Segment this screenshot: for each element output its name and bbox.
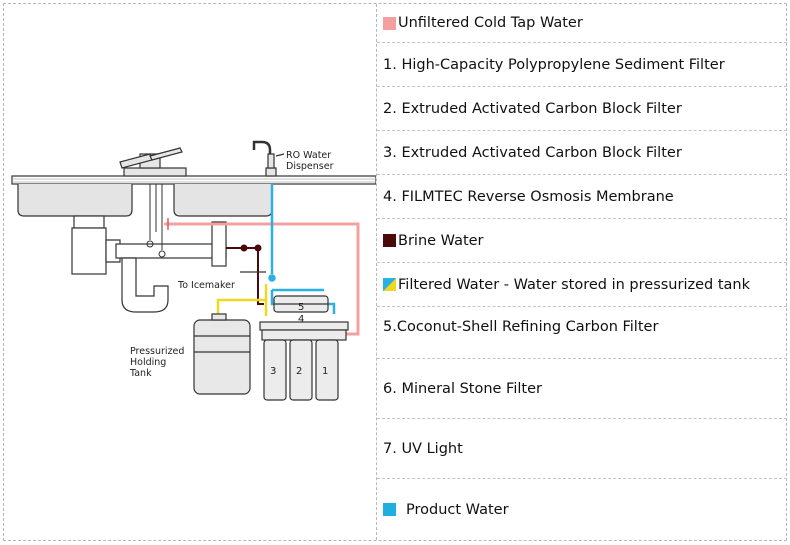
legend-label: Unfiltered Cold Tap Water <box>398 15 583 31</box>
legend-row-filtered: Filtered Water - Water stored in pressur… <box>377 263 787 307</box>
legend-label: 4. FILMTEC Reverse Osmosis Membrane <box>383 188 674 205</box>
legend-row-unfiltered: Unfiltered Cold Tap Water <box>377 4 787 43</box>
legend-label: 1. High-Capacity Polypropylene Sediment … <box>383 56 725 73</box>
tank-label-line1: Pressurized <box>130 346 184 357</box>
stage-1-label: 1 <box>322 366 328 377</box>
legend-panel: Unfiltered Cold Tap Water 1. High-Capaci… <box>376 4 787 540</box>
tank-label-line3: Tank <box>129 368 152 379</box>
legend-row-mineral-filter: 6. Mineral Stone Filter <box>377 359 787 419</box>
outer-frame <box>3 3 787 541</box>
legend-label: 3. Extruded Activated Carbon Block Filte… <box>383 144 682 161</box>
filtered-water-swatch <box>383 278 396 291</box>
countertop <box>11 175 377 185</box>
product-water-line <box>268 184 336 314</box>
ro-system-diagram: RO Water Dispenser <box>4 4 377 540</box>
sprayer-hose <box>146 184 166 258</box>
unfiltered-water-swatch <box>383 16 396 30</box>
product-water-swatch <box>383 503 396 516</box>
legend-row-ro-membrane: 4. FILMTEC Reverse Osmosis Membrane <box>377 175 787 219</box>
pressurized-holding-tank <box>193 313 251 395</box>
stage-3-label: 3 <box>270 366 276 377</box>
legend-label: Filtered Water - Water stored in pressur… <box>398 276 750 293</box>
ro-dispenser-label-line1: RO Water <box>286 150 331 161</box>
filter-housing-2 <box>289 339 313 401</box>
tank-line <box>216 284 268 320</box>
filter-housing-3 <box>263 339 287 401</box>
drain-pipes <box>71 215 227 313</box>
stage-4-label: 4 <box>298 314 304 325</box>
legend-label: 6. Mineral Stone Filter <box>383 380 542 397</box>
kitchen-faucet-icon <box>119 147 187 177</box>
ro-dispenser-faucet-icon <box>252 140 285 177</box>
brine-water-line <box>226 244 264 305</box>
tank-label-line2: Holding <box>130 357 166 368</box>
brine-water-swatch <box>383 234 396 247</box>
legend-row-coconut-filter: 5.Coconut-Shell Refining Carbon Filter <box>377 307 787 359</box>
legend-label: 7. UV Light <box>383 440 463 457</box>
stage-5-label: 5 <box>298 302 304 313</box>
legend-row-brine: Brine Water <box>377 219 787 263</box>
legend-label: Product Water <box>406 501 509 518</box>
legend-row-product-water: Product Water <box>377 479 787 540</box>
filter-unit <box>259 295 349 401</box>
icemaker-label: To Icemaker <box>177 280 235 291</box>
legend-label: Brine Water <box>398 232 484 249</box>
filter-housing-1 <box>315 339 339 401</box>
plumbing-illustration: RO Water Dispenser <box>11 140 377 401</box>
unfiltered-water-line <box>164 218 360 336</box>
legend-row-carbon-filter-3: 3. Extruded Activated Carbon Block Filte… <box>377 131 787 175</box>
sink-basin-left <box>17 184 133 217</box>
legend-row-sediment-filter: 1. High-Capacity Polypropylene Sediment … <box>377 43 787 87</box>
legend-label: 2. Extruded Activated Carbon Block Filte… <box>383 100 682 117</box>
ro-dispenser-label-line2: Dispenser <box>286 161 334 172</box>
legend-row-uv-light: 7. UV Light <box>377 419 787 479</box>
sink-basin-right <box>173 184 273 217</box>
stage-2-label: 2 <box>296 366 302 377</box>
legend-row-carbon-filter-2: 2. Extruded Activated Carbon Block Filte… <box>377 87 787 131</box>
legend-label: 5.Coconut-Shell Refining Carbon Filter <box>383 319 659 335</box>
